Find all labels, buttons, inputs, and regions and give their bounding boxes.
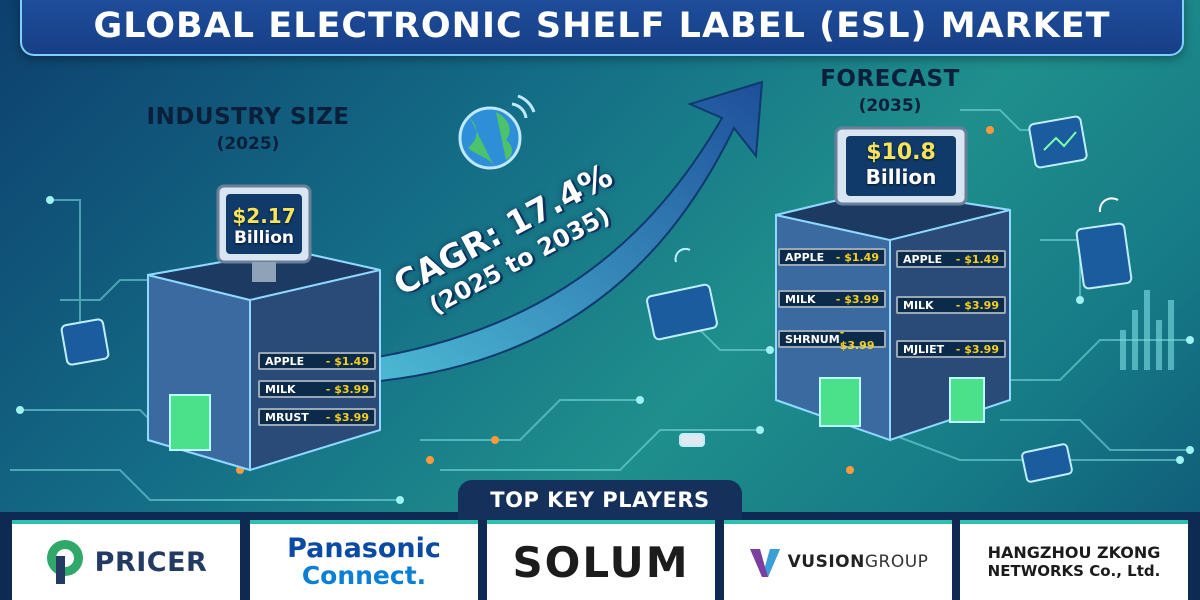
shelf-label-item: MJLIET — [903, 342, 945, 356]
shelf-label-item: APPLE — [265, 354, 305, 368]
shelf-label-item: APPLE — [903, 252, 943, 266]
solum-name: SOLUM — [512, 537, 690, 587]
player-card-solum: SOLUM — [487, 520, 715, 600]
forecast-value: $10.8 — [866, 140, 936, 165]
forecast-screen: $10.8 Billion — [846, 140, 956, 189]
shelf-label: MRUST - $3.99 — [258, 408, 376, 426]
shelf-label-item: MILK — [265, 382, 296, 396]
title-banner: GLOBAL ELECTRONIC SHELF LABEL (ESL) MARK… — [20, 0, 1184, 56]
panasonic-connect: Connect. — [301, 561, 427, 591]
forecast-heading: FORECAST (2035) — [790, 66, 990, 116]
player-card-pricer: PRICER — [12, 520, 240, 600]
shelf-label-price: - $3.99 — [325, 410, 369, 424]
shelf-label-price: - $1.49 — [955, 252, 999, 266]
shelf-label-price: - $1.49 — [325, 354, 369, 368]
shelf-label-price: - $3.99 — [325, 382, 369, 396]
shelf-label: APPLE - $1.49 — [778, 248, 886, 266]
industry-size-label: INDUSTRY SIZE — [146, 104, 350, 130]
industry-size-year: (2025) — [216, 134, 280, 154]
shelf-label: APPLE - $1.49 — [258, 352, 376, 370]
shelf-label: MILK - $3.99 — [258, 380, 376, 398]
player-card-hangzhou: HANGZHOU ZKONG NETWORKS Co., Ltd. — [960, 520, 1188, 600]
shelf-label-item: SHRNUM — [785, 332, 840, 346]
shelf-label-item: MRUST — [265, 410, 309, 424]
vusion-name-bold: VUSION — [787, 552, 865, 572]
vusion-logo-icon — [749, 549, 780, 577]
page-title: GLOBAL ELECTRONIC SHELF LABEL (ESL) MARK… — [93, 6, 1111, 46]
vusion-name-regular: GROUP — [864, 552, 929, 572]
shelf-label-item: MILK — [785, 292, 816, 306]
player-card-vusion: VUSIONGROUP — [724, 520, 952, 600]
industry-size-heading: INDUSTRY SIZE (2025) — [128, 104, 368, 154]
shelf-label-price: - $3.99 — [839, 326, 875, 352]
shelf-label-item: APPLE — [785, 250, 825, 264]
shelf-label-price: - $3.99 — [835, 292, 879, 306]
shelf-label-price: - $3.99 — [955, 298, 999, 312]
shelf-label: SHRNUM - $3.99 — [778, 326, 886, 352]
players-title: TOP KEY PLAYERS — [458, 480, 742, 520]
pricer-name: PRICER — [94, 546, 208, 578]
forecast-label: FORECAST — [820, 66, 960, 92]
shelf-label-price: - $3.99 — [955, 342, 999, 356]
shelf-label-price: - $1.49 — [835, 250, 879, 264]
panasonic-name: Panasonic — [287, 532, 441, 564]
industry-size-screen: $2.17 Billion — [226, 204, 302, 248]
player-card-panasonic: Panasonic Connect. — [250, 520, 478, 600]
shelf-label: MJLIET - $3.99 — [896, 340, 1006, 358]
shelf-label: APPLE - $1.49 — [896, 250, 1006, 268]
shelf-label: MILK - $3.99 — [896, 296, 1006, 314]
forecast-unit: Billion — [865, 165, 937, 189]
shelf-label-item: MILK — [903, 298, 934, 312]
industry-size-unit: Billion — [233, 228, 295, 248]
forecast-year: (2035) — [858, 96, 922, 116]
shelf-label: MILK - $3.99 — [778, 290, 886, 308]
hangzhou-line1: HANGZHOU ZKONG — [987, 543, 1161, 563]
hangzhou-line2: NETWORKS Co., Ltd. — [987, 561, 1161, 580]
vusion-name: VUSIONGROUP — [788, 552, 929, 572]
pricer-logo-icon — [46, 540, 83, 584]
industry-size-value: $2.17 — [232, 204, 296, 228]
